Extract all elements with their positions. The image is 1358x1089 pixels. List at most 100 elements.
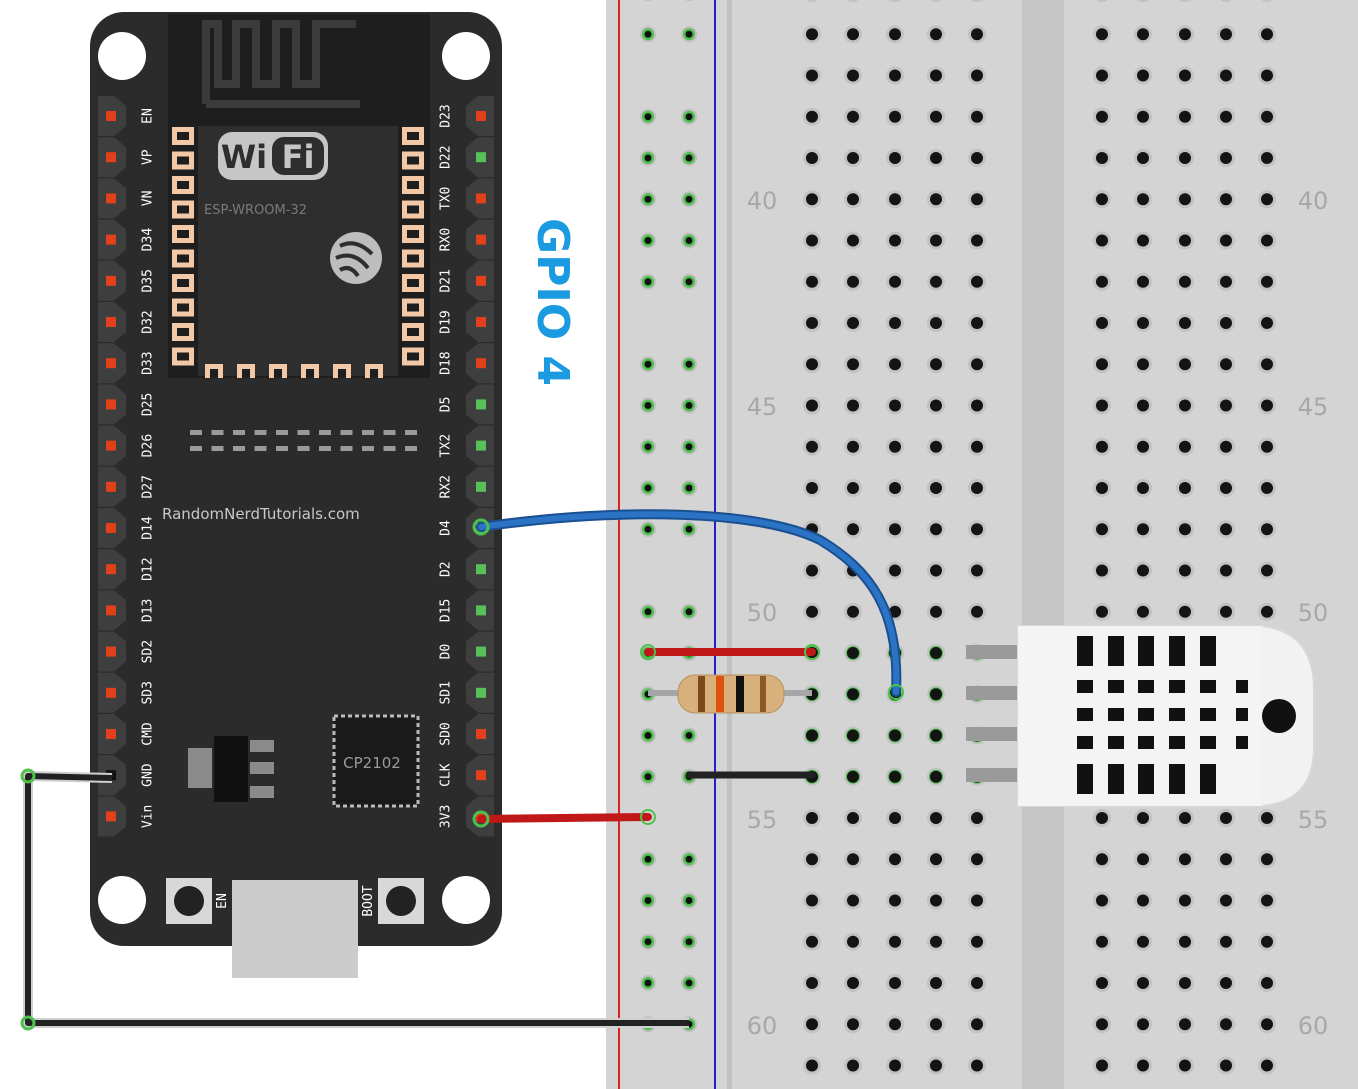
mounting-hole-icon: [442, 32, 490, 80]
breadboard-hole-center: [1137, 894, 1149, 907]
breadboard-hole-center: [1179, 812, 1191, 824]
smd-part: [254, 446, 267, 451]
grille-slot: [1169, 764, 1185, 794]
breadboard-hole-center: [806, 482, 818, 494]
header-pin-pad: [476, 317, 486, 327]
en-button[interactable]: [166, 878, 212, 924]
rail-hole-center: [685, 30, 693, 38]
breadboard-hole-center: [806, 193, 818, 206]
breadboard-hole-center: [1179, 977, 1191, 989]
breadboard-hole-center: [847, 110, 859, 123]
breadboard-hole-center: [1137, 399, 1149, 412]
breadboard-hole-center: [971, 1059, 983, 1072]
rail-hole: [685, 0, 693, 1]
breadboard-hole-center: [806, 1059, 818, 1072]
rail-hole-center: [685, 360, 693, 368]
pin-label-rx2: RX2: [439, 475, 454, 498]
breadboard-hole-center: [1220, 275, 1232, 288]
smd-part: [211, 430, 224, 435]
breadboard-hole-center: [806, 894, 818, 907]
breadboard-hole-center: [971, 275, 983, 288]
breadboard-hole-center: [847, 688, 859, 701]
breadboard-hole-center: [971, 234, 983, 247]
grille-slot: [1138, 764, 1154, 794]
row-number: 40: [1298, 187, 1329, 215]
breadboard-hole-center: [889, 523, 901, 536]
row-numbers-left: 40 45 50 55 60: [747, 187, 778, 1040]
breadboard-hole-center: [889, 935, 901, 948]
breadboard-hole: [971, 0, 983, 2]
rail-hole-center: [685, 443, 693, 451]
castellated-pad-hole: [407, 132, 419, 140]
breadboard-hole-center: [1096, 440, 1108, 453]
rail-hole-center: [644, 360, 652, 368]
smd-part: [383, 446, 396, 451]
row-number: 60: [1298, 1012, 1329, 1040]
header-pin-pad: [106, 193, 116, 204]
wire-endpoint: [888, 684, 904, 700]
breadboard-hole-center: [1096, 234, 1108, 247]
pin-label-d25: D25: [141, 393, 156, 416]
header-pin-pad: [476, 111, 486, 121]
rail-hole-center: [644, 855, 652, 863]
breadboard-hole-center: [847, 729, 859, 742]
breadboard-hole-center: [1096, 482, 1108, 494]
ground-wire-esp32[interactable]: [25, 773, 689, 1026]
breadboard-hole: [889, 0, 901, 2]
breadboard-hole-center: [930, 193, 942, 206]
power-wire-3v3[interactable]: [477, 813, 652, 823]
grille-slot: [1236, 708, 1248, 721]
smd-part: [276, 430, 288, 435]
breadboard-hole-center: [1179, 482, 1191, 494]
breadboard-hole-center: [889, 152, 901, 164]
breadboard-hole-center: [889, 564, 901, 577]
breadboard-hole: [847, 0, 859, 2]
mounting-hole-icon: [442, 876, 490, 924]
castellated-pad-hole: [407, 156, 419, 165]
breadboard-hole-center: [889, 853, 901, 866]
breadboard-hole-center: [806, 358, 818, 371]
breadboard-hole-center: [1220, 1018, 1232, 1031]
header-pin-pad: [106, 729, 116, 739]
row-number: 55: [747, 806, 778, 834]
breadboard-hole-center: [1096, 1018, 1108, 1031]
smd-components: [190, 430, 417, 451]
pcb-antenna-trace: [202, 20, 356, 104]
smd-part: [362, 446, 374, 451]
breadboard-hole-center: [930, 647, 942, 659]
signal-wire-gpio4[interactable]: [478, 511, 900, 695]
breadboard-hole-center: [930, 317, 942, 329]
breadboard-hole-center: [1261, 193, 1273, 206]
resistor-band: [698, 676, 705, 712]
header-pin-pad: [476, 605, 486, 616]
breadboard-hole-center: [806, 1018, 818, 1031]
breadboard-hole-center: [806, 729, 818, 742]
breadboard-hole-center: [889, 770, 901, 783]
header-pin-pad: [106, 152, 116, 163]
castellated-pad-hole: [274, 369, 282, 378]
breadboard-hole-center: [847, 193, 859, 206]
rail-hole-center: [644, 30, 652, 38]
mounting-hole-icon: [98, 876, 146, 924]
esp32-board: Wi Fi ESP-WROOM-32 RandomNerdTutorials.c…: [90, 12, 502, 978]
breadboard-hole-center: [971, 110, 983, 123]
castellated-pad-hole: [370, 369, 378, 378]
rail-hole-center: [644, 195, 652, 203]
rail-hole-center: [685, 154, 693, 162]
pin-label-d19: D19: [439, 310, 454, 333]
breadboard-hole-center: [889, 193, 901, 206]
breadboard-hole-center: [1220, 1059, 1232, 1072]
pin-label-d33: D33: [141, 351, 156, 374]
breadboard-hole-center: [930, 770, 942, 783]
wire-endpoint: [472, 518, 490, 536]
breadboard-hole-center: [1220, 935, 1232, 948]
rail-hole-center: [685, 484, 693, 492]
breadboard-hole-center: [930, 1018, 942, 1031]
boot-button[interactable]: [378, 878, 424, 924]
rail-hole-center: [644, 979, 652, 987]
breadboard-hole-center: [930, 440, 942, 453]
breadboard-hole-center: [889, 605, 901, 618]
breadboard-hole-center: [1137, 110, 1149, 123]
header-pin-pad: [106, 440, 116, 451]
breadboard-hole-center: [1137, 193, 1149, 206]
